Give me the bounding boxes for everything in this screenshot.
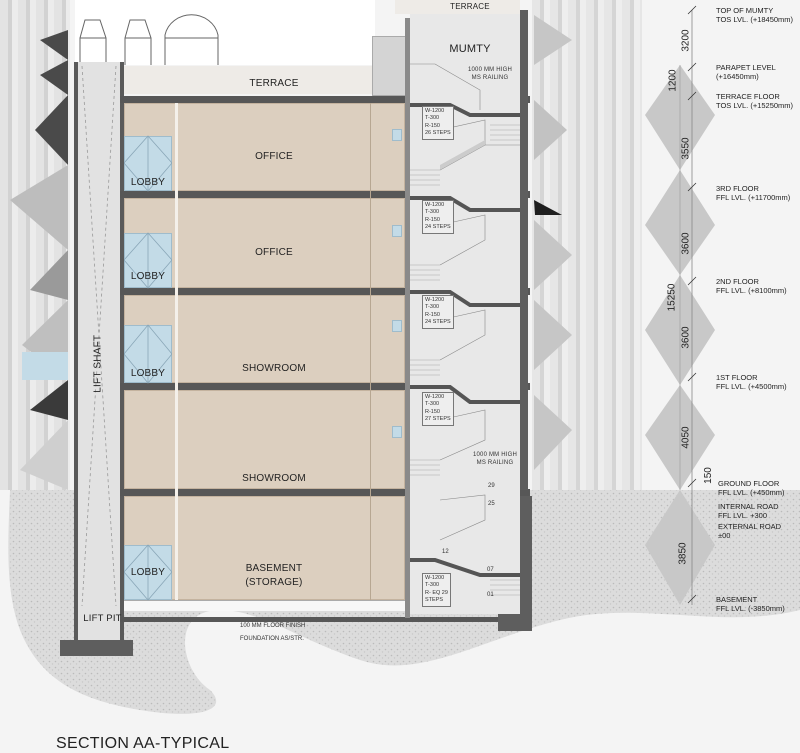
left-facade-fins — [10, 30, 68, 490]
level-name: INTERNAL ROAD — [718, 502, 779, 511]
terrace-slab — [120, 96, 530, 103]
step-number-12: 12 — [442, 549, 449, 555]
level-value: ±00 — [718, 531, 731, 540]
dim-ground: 4050 — [680, 426, 692, 449]
level-name: GROUND FLOOR — [718, 479, 780, 488]
lift-shaft-diagonals — [81, 66, 117, 606]
level-value: TOS LVL. (+18450mm) — [716, 15, 794, 24]
right-outer-wall — [520, 10, 528, 490]
dim-third: 3550 — [680, 137, 692, 160]
roof-glass-door — [372, 36, 408, 96]
second-floor-slab — [120, 288, 530, 295]
dim-basement: 3850 — [677, 542, 689, 565]
level-first-floor: 1ST FLOOR FFL LVL. (+4500mm) — [716, 373, 787, 391]
level-third-floor: 3RD FLOOR FFL LVL. (+11700mm) — [716, 184, 790, 202]
lift-shaft-label: LIFT SHAFT — [92, 334, 104, 393]
step-number-01: 01 — [487, 592, 494, 598]
ground-floor-slab — [120, 489, 530, 496]
level-basement: BASEMENT FFL LVL. (-3850mm) — [716, 595, 785, 613]
stair-flights — [410, 63, 520, 596]
level-value: TOS LVL. (+15250mm) — [716, 101, 794, 110]
level-value: FFL LVL. +300 — [718, 511, 767, 520]
terrace-band — [124, 66, 372, 94]
stair-spec-basement: W-1200 T-300 R- EQ 29 STEPS — [422, 573, 451, 607]
window-second — [392, 225, 402, 237]
level-name: TOP OF MUMTY — [716, 6, 774, 15]
level-name: EXTERNAL ROAD — [718, 522, 782, 531]
terrace-label: TERRACE — [249, 78, 299, 89]
level-value: FFL LVL. (+450mm) — [718, 488, 785, 497]
window-first — [392, 320, 402, 332]
window-ground — [392, 426, 402, 438]
level-external-road: EXTERNAL ROAD ±00 — [718, 522, 781, 540]
first-floor-slab — [120, 383, 530, 390]
level-second-floor: 2ND FLOOR FFL LVL. (+8100mm) — [716, 277, 787, 295]
level-value: FFL LVL. (-3850mm) — [716, 604, 785, 613]
level-name: 2ND FLOOR — [716, 277, 759, 286]
level-value: FFL LVL. (+4500mm) — [716, 382, 787, 391]
office-third-label: OFFICE — [255, 151, 293, 162]
basement-floor-slab — [120, 617, 520, 622]
floor-finish-note: 100 MM FLOOR FINISH — [240, 623, 306, 629]
railing-top-note: 1000 MM HIGH MS RAILING — [467, 67, 513, 82]
level-parapet: PARAPET LEVEL (+16450mm) — [716, 63, 776, 81]
railing-ground-note: 1000 MM HIGH MS RAILING — [472, 452, 518, 467]
dim-mumty: 3200 — [680, 29, 692, 52]
top-terrace-band — [395, 0, 520, 14]
stair-spec-ground: W-1200 T-300 R-150 27 STEPS — [422, 392, 454, 426]
lobby-door-swings — [124, 135, 172, 601]
lobby-first-label: LOBBY — [130, 368, 166, 379]
lobby-third-label: LOBBY — [130, 177, 166, 188]
lobby-basement-label: LOBBY — [130, 567, 166, 578]
column-line-2 — [370, 103, 371, 600]
dim-plinth: 150 — [702, 467, 714, 484]
level-internal-road: INTERNAL ROAD FFL LVL. +300 — [718, 502, 779, 520]
mumty-label: MUMTY — [449, 43, 491, 55]
foundation-note: FOUNDATION AS/STR. — [240, 636, 304, 642]
stair-spec-second: W-1200 T-300 R-150 24 STEPS — [422, 200, 454, 234]
dim-overall: 15250 — [666, 283, 678, 312]
level-name: PARAPET LEVEL — [716, 63, 776, 72]
basement-finish-strip — [124, 600, 405, 611]
section-title: SECTION AA-TYPICAL — [56, 735, 230, 752]
step-number-07: 07 — [487, 567, 494, 573]
showroom-first-label: SHOWROOM — [242, 363, 306, 374]
window-third — [392, 129, 402, 141]
lift-shaft — [74, 62, 124, 642]
facade-glass — [22, 352, 68, 380]
showroom-ground-label: SHOWROOM — [242, 473, 306, 484]
level-ground-floor: GROUND FLOOR FFL LVL. (+450mm) — [718, 479, 784, 497]
level-name: TERRACE FLOOR — [716, 92, 780, 101]
step-number-29: 29 — [488, 483, 495, 489]
step-number-25: 25 — [488, 501, 495, 507]
level-name: 3RD FLOOR — [716, 184, 759, 193]
level-terrace-floor: TERRACE FLOOR TOS LVL. (+15250mm) — [716, 92, 793, 110]
top-terrace-label: TERRACE — [450, 2, 490, 11]
stair-spec-third: W-1200 T-300 R-150 26 STEPS — [422, 106, 454, 140]
stair-spec-first: W-1200 T-300 R-150 24 STEPS — [422, 295, 454, 329]
core-wall — [405, 18, 410, 618]
third-floor-slab — [120, 191, 530, 198]
water-tanks — [79, 14, 219, 65]
right-facade-fins — [534, 15, 572, 470]
level-value: (+16450mm) — [716, 72, 759, 81]
level-name: 1ST FLOOR — [716, 373, 758, 382]
level-value: FFL LVL. (+11700mm) — [716, 193, 791, 202]
level-name: BASEMENT — [716, 595, 758, 604]
lift-pit-base — [60, 640, 133, 656]
level-value: FFL LVL. (+8100mm) — [716, 286, 787, 295]
ground-floor-space — [124, 390, 405, 489]
lobby-second-label: LOBBY — [130, 271, 166, 282]
dimension-chain — [645, 5, 715, 605]
level-top-of-mumty: TOP OF MUMTY TOS LVL. (+18450mm) — [716, 6, 793, 24]
basement-label: BASEMENT (STORAGE) — [245, 563, 303, 588]
dim-parapet: 1200 — [667, 69, 679, 92]
dim-second: 3600 — [680, 232, 692, 255]
column-line-1 — [175, 103, 178, 600]
dim-first: 3600 — [680, 326, 692, 349]
lift-pit-label: LIFT PIT — [83, 613, 122, 624]
office-second-label: OFFICE — [255, 247, 293, 258]
